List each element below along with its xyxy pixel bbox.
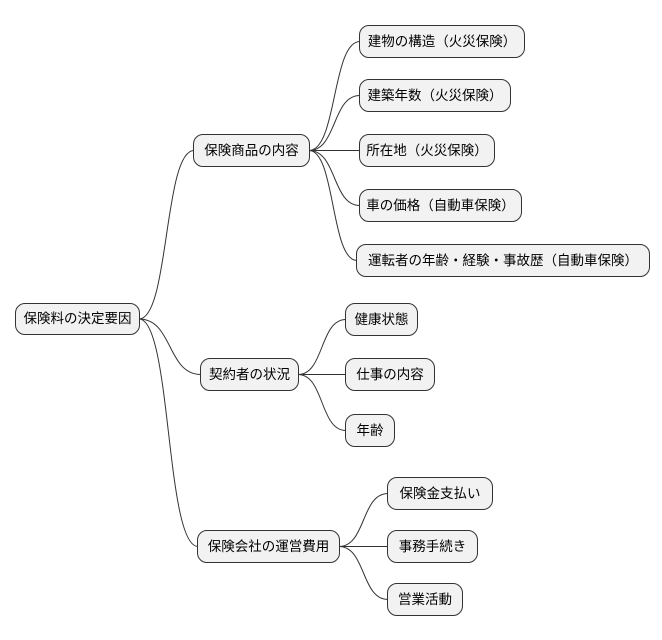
- node-branch-policyholder-situation: 契約者の状況: [200, 358, 299, 391]
- node-root: 保険料の決定要因: [15, 303, 140, 335]
- node-leaf-building-age: 建築年数（火災保険）: [359, 79, 511, 112]
- node-branch-company-operating-costs: 保険会社の運営費用: [197, 530, 340, 563]
- node-branch-insurance-product: 保険商品の内容: [193, 134, 310, 167]
- node-leaf-building-structure: 建物の構造（火災保険）: [359, 25, 525, 58]
- edge-branch-policyholder-situation-leaf-age: [297, 374, 347, 431]
- edge-root-branch-policyholder-situation: [138, 318, 202, 375]
- node-leaf-age: 年齢: [345, 414, 395, 447]
- edge-branch-insurance-product-leaf-building-age: [308, 95, 361, 151]
- node-leaf-job-content: 仕事の内容: [345, 358, 435, 391]
- edge-branch-company-operating-costs-leaf-claims-payment: [338, 493, 389, 547]
- edge-branch-insurance-product-leaf-building-structure: [308, 41, 361, 151]
- node-leaf-location: 所在地（火災保険）: [359, 134, 495, 167]
- edge-branch-policyholder-situation-leaf-health-condition: [297, 319, 347, 375]
- node-leaf-driver-history: 運転者の年齢・経験・事故歴（自動車保険）: [356, 244, 650, 277]
- node-leaf-car-price: 車の価格（自動車保険）: [359, 189, 522, 222]
- edge-branch-insurance-product-leaf-driver-history: [308, 150, 358, 261]
- node-leaf-claims-payment: 保険金支払い: [387, 477, 493, 510]
- node-leaf-health-condition: 健康状態: [345, 303, 418, 336]
- edge-root-branch-company-operating-costs: [138, 318, 199, 547]
- node-leaf-sales-activities: 営業活動: [387, 583, 463, 616]
- edge-branch-company-operating-costs-leaf-sales-activities: [338, 546, 389, 600]
- edge-branch-insurance-product-leaf-car-price: [308, 150, 361, 206]
- edge-root-branch-insurance-product: [138, 150, 195, 320]
- node-leaf-admin-procedures: 事務手続き: [387, 530, 478, 563]
